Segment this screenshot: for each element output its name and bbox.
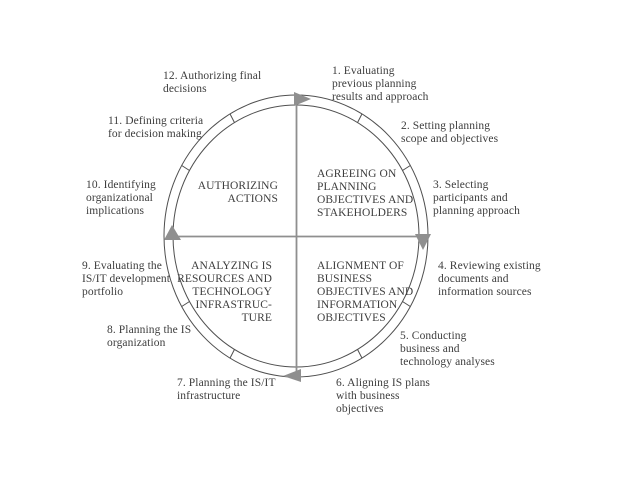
clockwise-arrow-left-icon: [164, 225, 181, 240]
step-11-label: 11. Defining criteria for decision makin…: [108, 115, 204, 140]
segment-ticks: [181, 113, 411, 359]
step-1-label: 1. Evaluating previous planning results …: [332, 65, 429, 103]
quadrant-label-authorizing-actions: AUTHORIZING ACTIONS: [197, 180, 278, 205]
quadrant-label-analyzing-is-resources: ANALYZING IS RESOURCES AND TECHNOLOGY IN…: [177, 260, 272, 324]
step-6-label: 6. Aligning IS plans with business objec…: [336, 377, 431, 415]
quadrant-label-alignment-of-business: ALIGNMENT OF BUSINESS OBJECTIVES AND INF…: [317, 260, 414, 324]
step-10-label: 10. Identifying organizational implicati…: [86, 179, 156, 217]
clockwise-arrow-bottom-icon: [283, 369, 301, 382]
step-8-label: 8. Planning the IS organization: [107, 324, 192, 349]
quadrant-label-agreeing-on-planning: AGREEING ON PLANNING OBJECTIVES AND STAK…: [317, 168, 414, 219]
step-2-label: 2. Setting planning scope and objectives: [401, 120, 499, 145]
step-3-label: 3. Selecting participants and planning a…: [433, 179, 520, 217]
step-4-label: 4. Reviewing existing documents and info…: [438, 260, 541, 298]
step-7-label: 7. Planning the IS/IT infrastructure: [177, 377, 276, 402]
clockwise-arrow-right-icon: [415, 234, 431, 250]
step-9-label: 9. Evaluating the IS/IT development port…: [82, 260, 171, 298]
step-12-label: 12. Authorizing final decisions: [163, 70, 262, 95]
clockwise-arrow-top-icon: [294, 92, 311, 106]
step-5-label: 5. Conducting business and technology an…: [400, 330, 495, 368]
